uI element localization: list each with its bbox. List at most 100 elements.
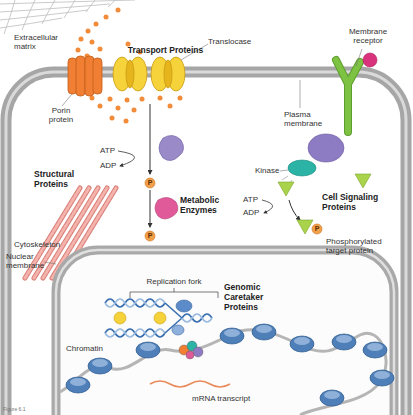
matrix-mesh-part: [0, 10, 88, 20]
signaling-pathway-part: [278, 182, 294, 196]
part-label: Porin protein: [44, 106, 78, 124]
signaling-pathway-part: [262, 200, 273, 213]
transported-molecules-part: [116, 106, 121, 111]
molecule-label: ADP: [243, 208, 259, 217]
part-label: Plasma membrane: [284, 110, 326, 128]
translocase-protein-part: [164, 60, 172, 88]
chromatin-fiber-part-part: [370, 370, 394, 386]
category-heading: Genomic Caretaker Proteins: [224, 283, 276, 312]
leader-lines: [44, 44, 362, 264]
chromatin-fiber-part-part: [252, 324, 276, 340]
transported-molecules-part: [124, 119, 129, 124]
chromatin-fiber-part-part: [193, 347, 203, 357]
replication-fork-part: [114, 312, 126, 324]
replication-fork-part: [105, 329, 165, 337]
chromatin-fiber-part: [150, 381, 230, 387]
translocase-protein: [113, 57, 185, 91]
chromatin-fiber-part-part: [367, 343, 383, 351]
matrix-mesh: [0, 0, 135, 34]
metabolic-pathway-part: [150, 190, 151, 227]
transported-molecules-part: [98, 104, 103, 109]
transported-molecules-part: [125, 98, 130, 103]
chromatin-fiber-part-part: [92, 359, 108, 367]
transported-molecules-part: [79, 37, 84, 42]
chromatin-fiber-part-part: [320, 390, 344, 406]
molecule-label: ATP: [100, 146, 115, 155]
matrix-mesh-part: [22, 0, 35, 30]
part-label: Chromatin: [66, 344, 103, 353]
matrix-mesh-part: [4, 0, 15, 34]
metabolic-pathway-part: [150, 104, 151, 174]
chromatin-fiber: [60, 324, 394, 415]
chromatin-fiber-part-part: [324, 391, 340, 399]
metabolic-pathway-part: [118, 151, 135, 166]
nuclear-membrane: [56, 250, 394, 415]
porin-protein-part: [76, 56, 85, 96]
replication-fork-part: [105, 329, 165, 337]
porin-protein: [68, 56, 102, 96]
replication-fork-part: [172, 325, 184, 335]
replication-fork-part: [154, 312, 166, 324]
leader-lines-part: [62, 94, 72, 106]
phosphate-label: P: [145, 231, 155, 241]
nuclear-membrane-part: [56, 250, 394, 415]
matrix-mesh-part: [42, 0, 55, 24]
translocase-protein-part: [126, 60, 134, 88]
phosphate-label: P: [312, 224, 322, 234]
part-label: Phosphorylated target protein: [326, 237, 390, 255]
matrix-mesh-part: [108, 0, 115, 7]
chromatin-fiber-part-part: [140, 343, 156, 351]
part-label: mRNA transcript: [192, 394, 250, 403]
replication-fork-part: [182, 314, 212, 322]
leader-lines-part: [44, 262, 56, 264]
chromatin-fiber-part: [70, 325, 390, 399]
replication-fork-part: [182, 314, 212, 322]
replication-fork-part: [176, 300, 192, 312]
leader-lines-part: [280, 170, 288, 171]
metabolic-pathway-part: [145, 178, 155, 188]
kinase-protein: [282, 134, 344, 186]
part-label: Kinase: [255, 166, 279, 175]
chromatin-fiber-part-part: [374, 371, 390, 379]
transported-molecules-part: [86, 29, 91, 34]
phosphate-label: P: [145, 178, 155, 188]
chromatin-fiber-part-part: [290, 336, 314, 352]
region-label: Extracellular matrix: [14, 33, 66, 51]
matrix-mesh-part: [0, 4, 110, 12]
chromatin-fiber-part-part: [336, 335, 352, 343]
part-label: Replication fork: [128, 277, 220, 286]
transported-molecules-part: [98, 47, 103, 52]
chromatin-fiber-part: [66, 324, 394, 406]
transported-molecules-part: [110, 116, 115, 121]
molecule-label: ADP: [100, 161, 116, 170]
replication-fork-part: [105, 299, 165, 307]
chromatin-fiber-part: [179, 341, 203, 359]
signaling-pathway-part: [312, 224, 322, 234]
part-label: Cytoskeleton: [14, 240, 60, 249]
matrix-mesh-part: [86, 0, 95, 12]
replication-fork: [105, 288, 218, 337]
leader-lines-part: [300, 80, 301, 108]
part-label: Membrane receptor: [345, 27, 391, 45]
porin-protein-part: [93, 58, 102, 94]
category-heading: Structural Proteins: [34, 170, 84, 190]
signaling-pathway-part: [297, 220, 313, 234]
membrane-receptor-part: [336, 60, 360, 132]
replication-fork-part: [105, 299, 165, 307]
membrane-receptor-part: [363, 53, 377, 67]
metabolic-pathway-part: [155, 197, 178, 219]
chromatin-fiber-part-part: [363, 342, 387, 358]
transported-molecules: [76, 8, 183, 124]
chromatin-fiber-part-part: [66, 377, 90, 393]
part-label: Translocase: [208, 37, 251, 46]
chromatin-fiber-part-part: [136, 342, 160, 358]
transported-molecules-part: [90, 40, 95, 45]
replication-fork-part: [130, 288, 218, 298]
metabolic-pathway-part: [145, 231, 155, 241]
transported-molecules-part: [140, 97, 145, 102]
transported-molecules-part: [168, 104, 173, 109]
transported-molecules-part: [94, 22, 99, 27]
chromatin-fiber-part-part: [332, 334, 356, 350]
signaling-pathway-part: [289, 200, 300, 220]
nuclear-membrane-part: [56, 250, 394, 415]
